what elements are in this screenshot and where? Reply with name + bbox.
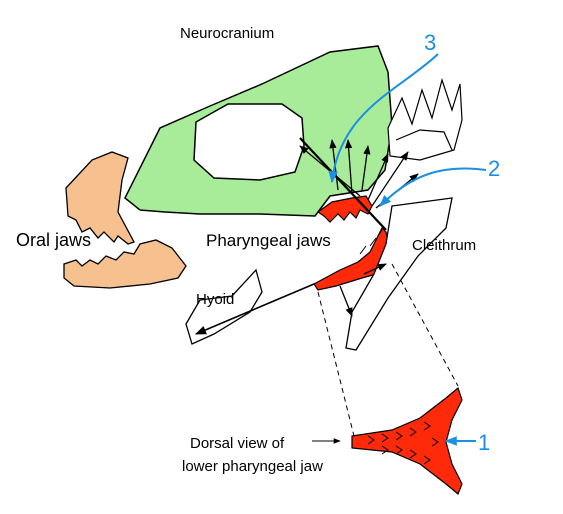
label-dorsal-view-line2: lower pharyngeal jaw (182, 458, 323, 475)
vertebral-spines (387, 77, 463, 161)
label-pharyngeal-jaws: Pharyngeal jaws (206, 231, 331, 250)
label-oral-jaws: Oral jaws (16, 230, 91, 250)
dorsal-teeth-marks (367, 421, 439, 465)
dorsal-lower-pharyngeal-jaw (351, 386, 463, 495)
lower-pharyngeal-jaw (313, 226, 393, 291)
oral-upper-jaw (65, 151, 135, 245)
projection-guides (317, 263, 459, 437)
label-cleithrum: Cleithrum (412, 237, 476, 254)
callout-number-3: 3 (424, 30, 436, 55)
label-dorsal-view-line1: Dorsal view of (190, 435, 285, 452)
callout-number-1: 1 (478, 430, 490, 455)
orbit-hole (193, 103, 305, 181)
pharyngeal-teeth (359, 229, 383, 255)
label-hyoid: Hyoid (196, 291, 234, 308)
callout-number-2: 2 (488, 156, 500, 181)
label-neurocranium: Neurocranium (180, 25, 274, 42)
oral-lower-jaw (63, 239, 187, 289)
hyoid-shape (185, 268, 263, 345)
callout-arrows (328, 53, 487, 446)
